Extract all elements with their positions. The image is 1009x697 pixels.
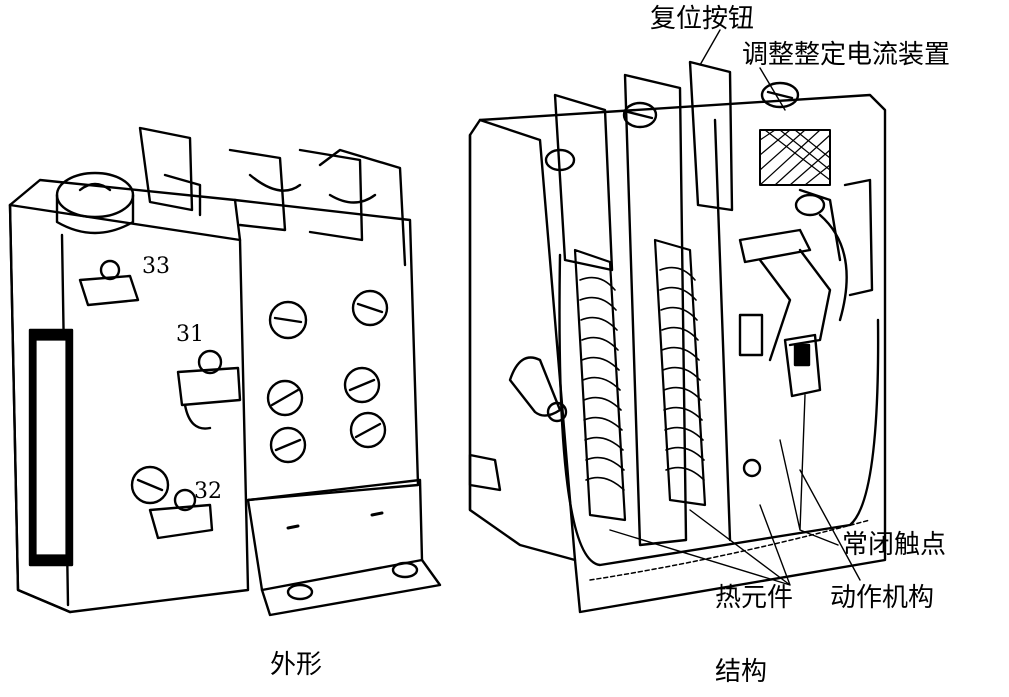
reset-tab: [138, 126, 194, 212]
leader-nc-contact: [779, 394, 839, 546]
housing-top: [8, 178, 242, 242]
terminal-33-label: 33: [142, 254, 170, 279]
callout-mechanism: 动作机构: [830, 583, 935, 613]
terminal-blade-1: [228, 148, 287, 232]
callout-current-adjust: 调整整定电流装置: [742, 40, 951, 70]
blade-3: [688, 60, 734, 212]
terminal-31: [176, 349, 242, 430]
terminal-32: [130, 465, 214, 540]
callout-heating-element: 热元件: [715, 583, 794, 613]
heating-element-middle: [653, 238, 707, 507]
callout-reset-button: 复位按钮: [650, 4, 755, 34]
leader-reset: [699, 29, 721, 66]
callout-nc-contact: 常闭触点: [842, 530, 947, 560]
cutaway-view: [468, 60, 887, 614]
leader-adjust: [759, 67, 786, 111]
blade-2: [623, 73, 688, 547]
inner-cavity: [558, 253, 880, 567]
cutaway-housing: [468, 93, 887, 614]
terminal-screws: [266, 289, 389, 464]
setting-knob: [55, 171, 135, 235]
leader-lines: [609, 29, 861, 586]
leader-heating: [609, 504, 791, 586]
heating-element-left: [573, 248, 627, 522]
action-mechanism: [738, 178, 874, 398]
blade-1: [553, 93, 614, 272]
caption-structure: 结构: [715, 657, 768, 687]
caption-exterior: 外形: [270, 650, 323, 680]
exterior-view: [8, 126, 442, 617]
terminal-32-label: 32: [194, 479, 222, 504]
base-foot: [468, 453, 502, 492]
leader-mechanism: [799, 469, 861, 581]
housing-left-face: [8, 203, 72, 614]
cutaway-screws: [544, 81, 826, 217]
terminal-blade-2: [298, 148, 364, 242]
terminal-33: [78, 259, 140, 307]
terminal-block: [233, 198, 420, 502]
terminal-31-label: 31: [176, 322, 204, 347]
